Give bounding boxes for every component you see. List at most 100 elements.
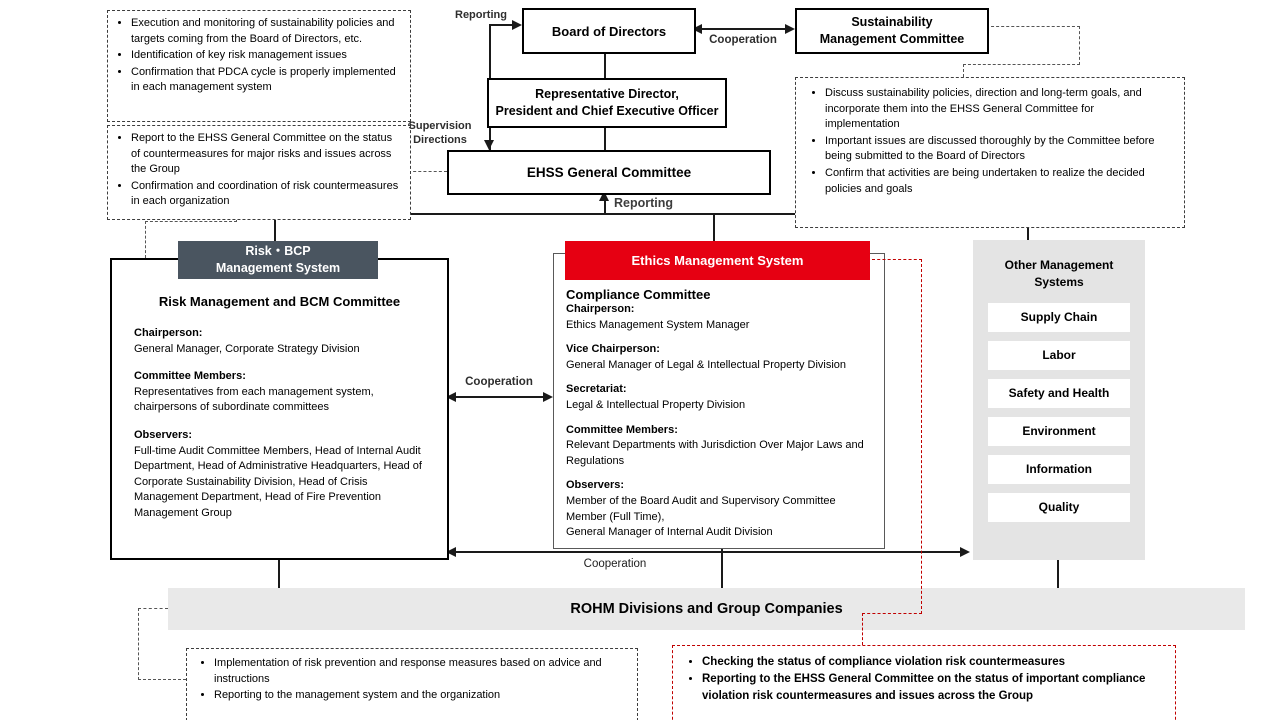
other-systems-title: Other Management Systems [1004,258,1114,289]
system-item-environment: Environment [988,416,1130,446]
dashed-segment [963,64,1080,65]
note-bullet: Confirmation that PDCA cycle is properly… [131,65,404,96]
arrowhead-up [599,191,609,201]
dashed-segment [963,64,964,77]
dashed-segment [138,608,139,680]
note-bullet: Important issues are discussed thoroughl… [825,134,1158,165]
dashed-segment [145,221,146,258]
red-dashed-segment [921,259,922,614]
system-item-supply-chain: Supply Chain [988,302,1130,332]
cooperation-bottom-label: Cooperation [583,558,647,570]
red-dashed-segment [862,613,922,614]
note-bullet: Discuss sustainability policies, directi… [825,86,1158,133]
section-body: Legal & Intellectual Property Division [566,399,746,412]
ethics-section-vice-chairperson: Vice Chairperson: General Manager of Leg… [566,342,874,373]
arrowhead-into-board [512,20,522,30]
arrowhead-right [543,392,553,402]
compliance-committee-title: Compliance Committee [566,287,711,302]
dashed-segment [1079,26,1080,65]
line-segment [455,396,543,398]
note-bullet: Checking the status of compliance violat… [702,654,1163,670]
line-segment [604,198,606,215]
line-segment [721,547,723,588]
red-dashed-segment [872,259,922,260]
line-segment [489,24,512,26]
arrowhead-left [692,24,702,34]
risk-bcp-system-header: Risk・BCP Management System [178,241,378,279]
line-segment [604,124,606,150]
section-label: Observers: [566,479,625,492]
cooperation-top-label: Cooperation [709,34,777,46]
arrowhead-into-ehss [484,140,494,150]
board-of-directors-box: Board of Directors [522,8,696,54]
note-bullet: Identification of key risk management is… [131,48,404,64]
arrowhead-left [446,547,456,557]
note-divisions-role: Implementation of risk prevention and re… [186,648,638,720]
compliance-committee-box: Compliance Committee Chairperson: Ethics… [553,253,885,549]
dashed-segment [145,221,237,222]
dashed-segment [986,26,1080,27]
other-systems-list: Supply Chain Labor Safety and Health Env… [973,302,1145,522]
system-item-safety-health: Safety and Health [988,378,1130,408]
section-label: Vice Chairperson: [566,343,660,356]
system-item-labor: Labor [988,340,1130,370]
rohm-divisions-bar: ROHM Divisions and Group Companies [168,588,1245,630]
risk-section-observers: Observers: Full-time Audit Committee Mem… [134,428,433,522]
other-systems-panel: Other Management Systems Supply Chain La… [973,240,1145,560]
risk-section-members: Committee Members: Representatives from … [134,369,433,416]
ethics-section-members: Committee Members: Relevant Departments … [566,423,874,470]
dashed-segment [408,171,447,172]
note-bullet: Reporting to the EHSS General Committee … [702,671,1163,704]
line-segment [713,213,715,241]
section-label: Secretariat: [566,383,627,396]
ethics-section-secretariat: Secretariat: Legal & Intellectual Proper… [566,382,874,413]
section-label: Committee Members: [566,423,678,436]
section-body: Full-time Audit Committee Members, Head … [134,444,422,520]
note-bullet: Confirm that activities are being undert… [825,166,1158,197]
reporting-mid-label: Reporting [614,196,674,210]
section-label: Chairperson: [134,327,203,339]
section-body: Ethics Management System Manager [566,318,750,331]
section-label: Observers: [134,429,193,442]
section-body: General Manager of Legal & Intellectual … [566,358,847,371]
cooperation-mid-label: Cooperation [465,376,533,388]
note-bullet: Implementation of risk prevention and re… [214,656,627,687]
ethics-section-observers: Observers: Member of the Board Audit and… [566,478,874,540]
system-item-information: Information [988,454,1130,484]
ehss-general-committee-box: EHSS General Committee [447,150,771,195]
risk-section-chairperson: Chairperson: General Manager, Corporate … [134,326,433,357]
representative-director-box: Representative Director, President and C… [487,78,727,128]
sustainability-committee-box: Sustainability Management Committee [795,8,989,54]
line-segment [274,213,276,241]
risk-committee-title: Risk Management and BCM Committee [158,294,401,309]
section-body: Relevant Departments with Jurisdiction O… [566,439,864,467]
dashed-segment [138,608,168,609]
note-sustainability-role: Discuss sustainability policies, directi… [795,77,1185,228]
section-body: General Manager, Corporate Strategy Divi… [134,342,360,355]
supervision-directions-label: Supervision Directions [408,120,472,146]
note-bullet: Reporting to the management system and t… [214,688,627,704]
arrowhead-right [785,24,795,34]
ethics-system-header: Ethics Management System [565,241,870,280]
note-bullet: Execution and monitoring of sustainabili… [131,16,404,47]
line-segment [455,551,960,553]
line-segment [278,556,280,588]
arrowhead-right [960,547,970,557]
section-label: Chairperson: [566,303,635,315]
ethics-section-chairperson: Chairperson: Ethics Management System Ma… [566,302,874,333]
section-label: Committee Members: [134,370,246,383]
arrowhead-left [446,392,456,402]
line-segment [1057,560,1059,588]
note-compliance-role: Checking the status of compliance violat… [672,645,1176,720]
section-body: Representatives from each management sys… [134,385,374,414]
dashed-segment [138,679,186,680]
red-dashed-segment [862,613,863,645]
risk-bcm-committee-box: Risk Management and BCM Committee Chairp… [110,258,449,560]
note-board-role: Execution and monitoring of sustainabili… [107,10,411,122]
note-bullet: Report to the EHSS General Committee on … [131,131,404,178]
line-segment [604,50,606,78]
note-ehss-role: Report to the EHSS General Committee on … [107,125,411,220]
system-item-quality: Quality [988,492,1130,522]
line-segment [274,213,1029,215]
